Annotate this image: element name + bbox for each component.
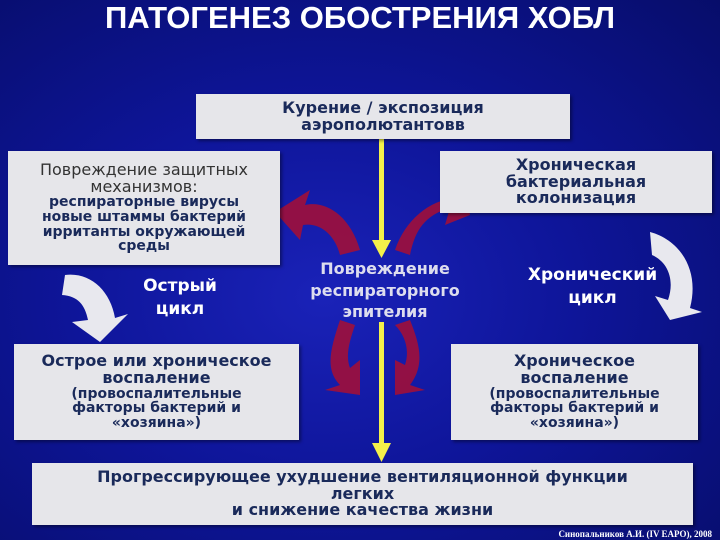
box-line: воспаление (520, 367, 629, 387)
center-label-line: Повреждение (320, 259, 450, 278)
left-box-item: ирританты окружающей (42, 223, 246, 240)
center-label-line: респираторного (310, 280, 460, 300)
yellow-arrow-down-top (372, 139, 391, 258)
chronic-inflammation-box: Хроническое воспаление (провоспалительны… (451, 344, 698, 440)
box-line: и снижение качества жизни (231, 500, 494, 520)
box-line: Прогрессирующее ухудшение вентиляционной… (97, 466, 628, 486)
box-line: легких (330, 483, 395, 503)
chronic-cycle-line: цикл (568, 287, 617, 308)
chronic-colonization-box: Хроническая бактериальная колонизация (440, 151, 712, 213)
left-box-item: респираторные вирусы (49, 194, 239, 211)
acute-cycle-label: Острый цикл (125, 275, 235, 321)
right-box-line: колонизация (515, 188, 637, 208)
top-box-line: аэрополютантовв (301, 114, 465, 134)
chronic-cycle-line: Хронический (527, 265, 658, 285)
acute-cycle-line: цикл (155, 298, 205, 319)
right-box-line: бактериальная (505, 171, 647, 191)
left-box-item: новые штаммы бактерий (41, 209, 246, 226)
box-line: Острое или хроническое (41, 351, 272, 371)
box-line: воспаление (102, 367, 211, 387)
lung-function-decline-box: Прогрессирующее ухудшение вентиляционной… (32, 463, 693, 525)
acute-chronic-inflammation-box: Острое или хроническое воспаление (прово… (14, 344, 299, 440)
smoking-exposure-box: Курение / экспозиция аэрополютантовв (196, 94, 570, 139)
left-box-heading: механизмов: (90, 176, 198, 196)
chronic-cycle-label: Хронический цикл (510, 264, 675, 310)
top-box-line: Курение / экспозиция (282, 97, 484, 117)
box-line: Хроническое (513, 351, 636, 371)
left-box-heading: Повреждение защитных (39, 159, 249, 179)
page-title: ПАТОГЕНЕЗ ОБОСТРЕНИЯ ХОБЛ (105, 0, 615, 35)
epithelium-damage-label: Повреждение респираторного эпителия (290, 258, 480, 323)
red-cycle-arrow-bottom-right (395, 320, 425, 395)
box-subline: «хозяина») (529, 415, 620, 432)
box-subline: (провоспалительные (71, 385, 242, 402)
white-curved-arrow-right (650, 232, 702, 320)
box-subline: (провоспалительные (489, 385, 660, 402)
center-label-line: эпителия (342, 302, 428, 322)
defense-damage-box: Повреждение защитных механизмов: респира… (8, 151, 280, 265)
citation-footer: Синопальников А.И. (IV ЕАРО), 2008 (558, 529, 712, 539)
red-cycle-arrow-bottom-left (325, 320, 360, 395)
box-subline: «хозяина») (111, 415, 202, 432)
left-box-item: среды (118, 238, 170, 255)
yellow-arrow-down-bottom (372, 322, 391, 462)
acute-cycle-line: Острый (143, 276, 217, 296)
box-subline: факторы бактерий и (72, 400, 241, 417)
red-cycle-arrow-top-left (275, 190, 360, 255)
white-curved-arrow-left (62, 274, 128, 342)
box-subline: факторы бактерий и (490, 400, 659, 417)
right-box-line: Хроническая (515, 154, 637, 174)
